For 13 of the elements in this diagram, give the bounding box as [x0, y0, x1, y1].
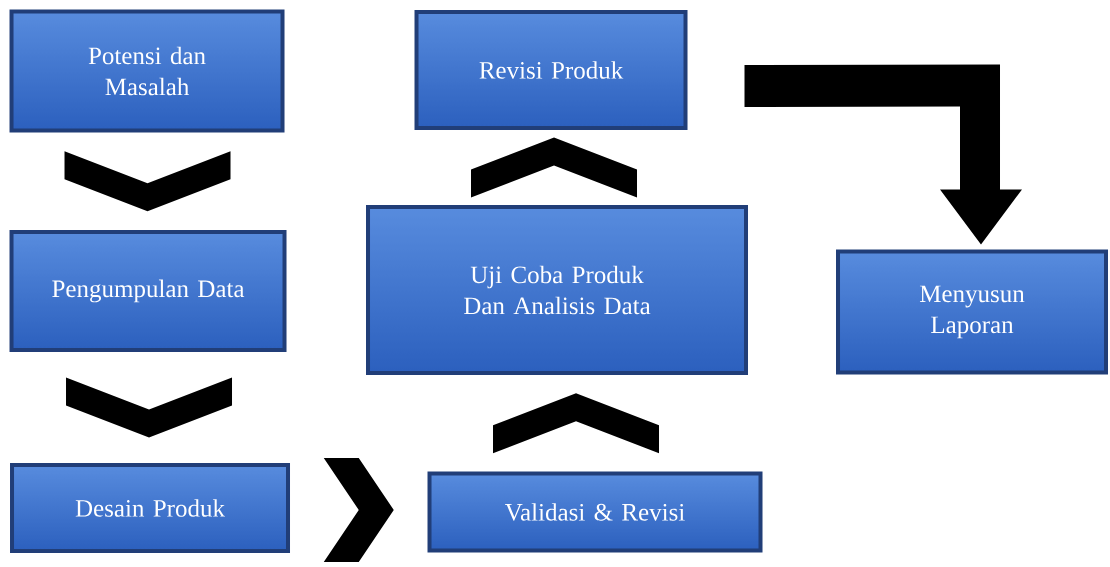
chevron-arrow	[323, 458, 394, 562]
chevron-arrow	[471, 137, 637, 198]
chevron-arrow	[493, 393, 659, 454]
process-box: Desain Produk	[10, 463, 290, 553]
chevron-arrow	[64, 151, 231, 212]
process-box: Revisi Produk	[414, 10, 688, 130]
process-box: Validasi & Revisi	[427, 471, 763, 553]
process-box: Pengumpulan Data	[9, 230, 287, 352]
chevron-arrow	[66, 377, 232, 438]
process-box: Uji Coba Produk Dan Analisis Data	[366, 205, 748, 375]
process-box: Potensi dan Masalah	[9, 9, 285, 133]
elbow-arrow	[744, 64, 1022, 245]
process-box: Menyusun Laporan	[836, 249, 1108, 375]
